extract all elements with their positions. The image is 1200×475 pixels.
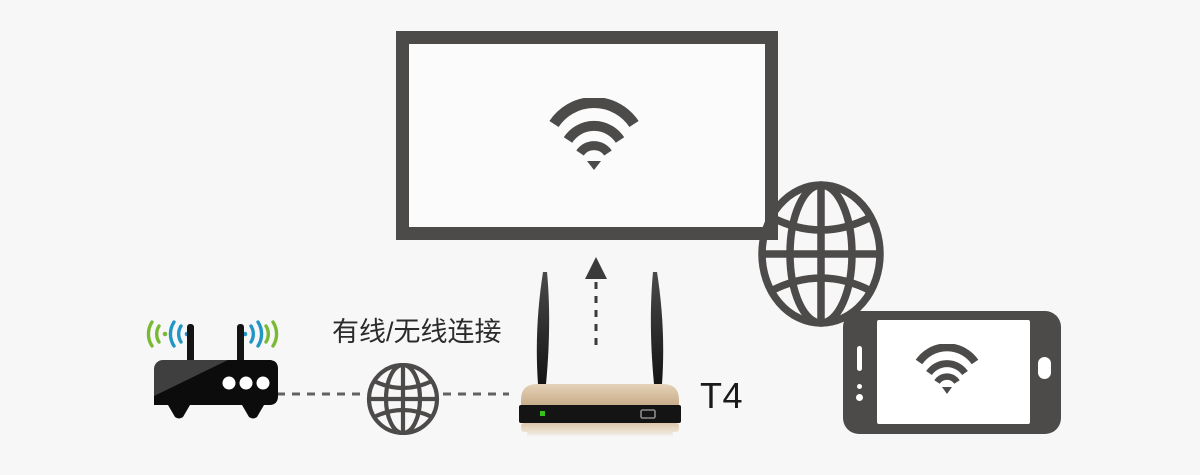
usb-port: [640, 409, 656, 419]
smartphone: [843, 311, 1061, 434]
device-model-label: T4: [700, 375, 744, 416]
phone-home-button[interactable]: [1038, 357, 1051, 379]
phone-sensor-dot: [857, 384, 862, 389]
router-body-shade: [154, 360, 278, 405]
wifi-icon: [915, 344, 979, 394]
antenna-left: [187, 324, 194, 366]
status-led: [540, 411, 545, 416]
television: [396, 31, 778, 240]
connection-caption: 有线/无线连接: [332, 317, 502, 347]
t4-router: [519, 272, 681, 437]
router-base: [521, 423, 679, 432]
wired-link-right: [443, 392, 509, 396]
wifi-signal-right: [242, 320, 279, 348]
internet-globe-icon: [366, 363, 440, 435]
router-top-shell: [521, 384, 679, 405]
wifi-signal-left: [146, 320, 190, 348]
home-router: [146, 320, 279, 419]
uplink-arrow-icon: [585, 257, 607, 345]
phone-speaker: [857, 346, 862, 371]
router-reflection: [527, 432, 673, 437]
router-foot: [242, 405, 264, 419]
internet-globe-icon: [758, 181, 884, 327]
router-front-panel: [519, 405, 681, 423]
indicator-light: [222, 376, 236, 390]
indicator-light: [239, 376, 253, 390]
antenna-right: [650, 272, 664, 384]
phone-camera-dot: [856, 394, 863, 401]
router-foot: [168, 405, 190, 419]
indicator-light: [256, 376, 270, 390]
antenna-left: [536, 272, 550, 384]
phone-screen: [877, 320, 1030, 424]
antenna-right: [237, 324, 244, 366]
wifi-icon: [549, 98, 639, 170]
